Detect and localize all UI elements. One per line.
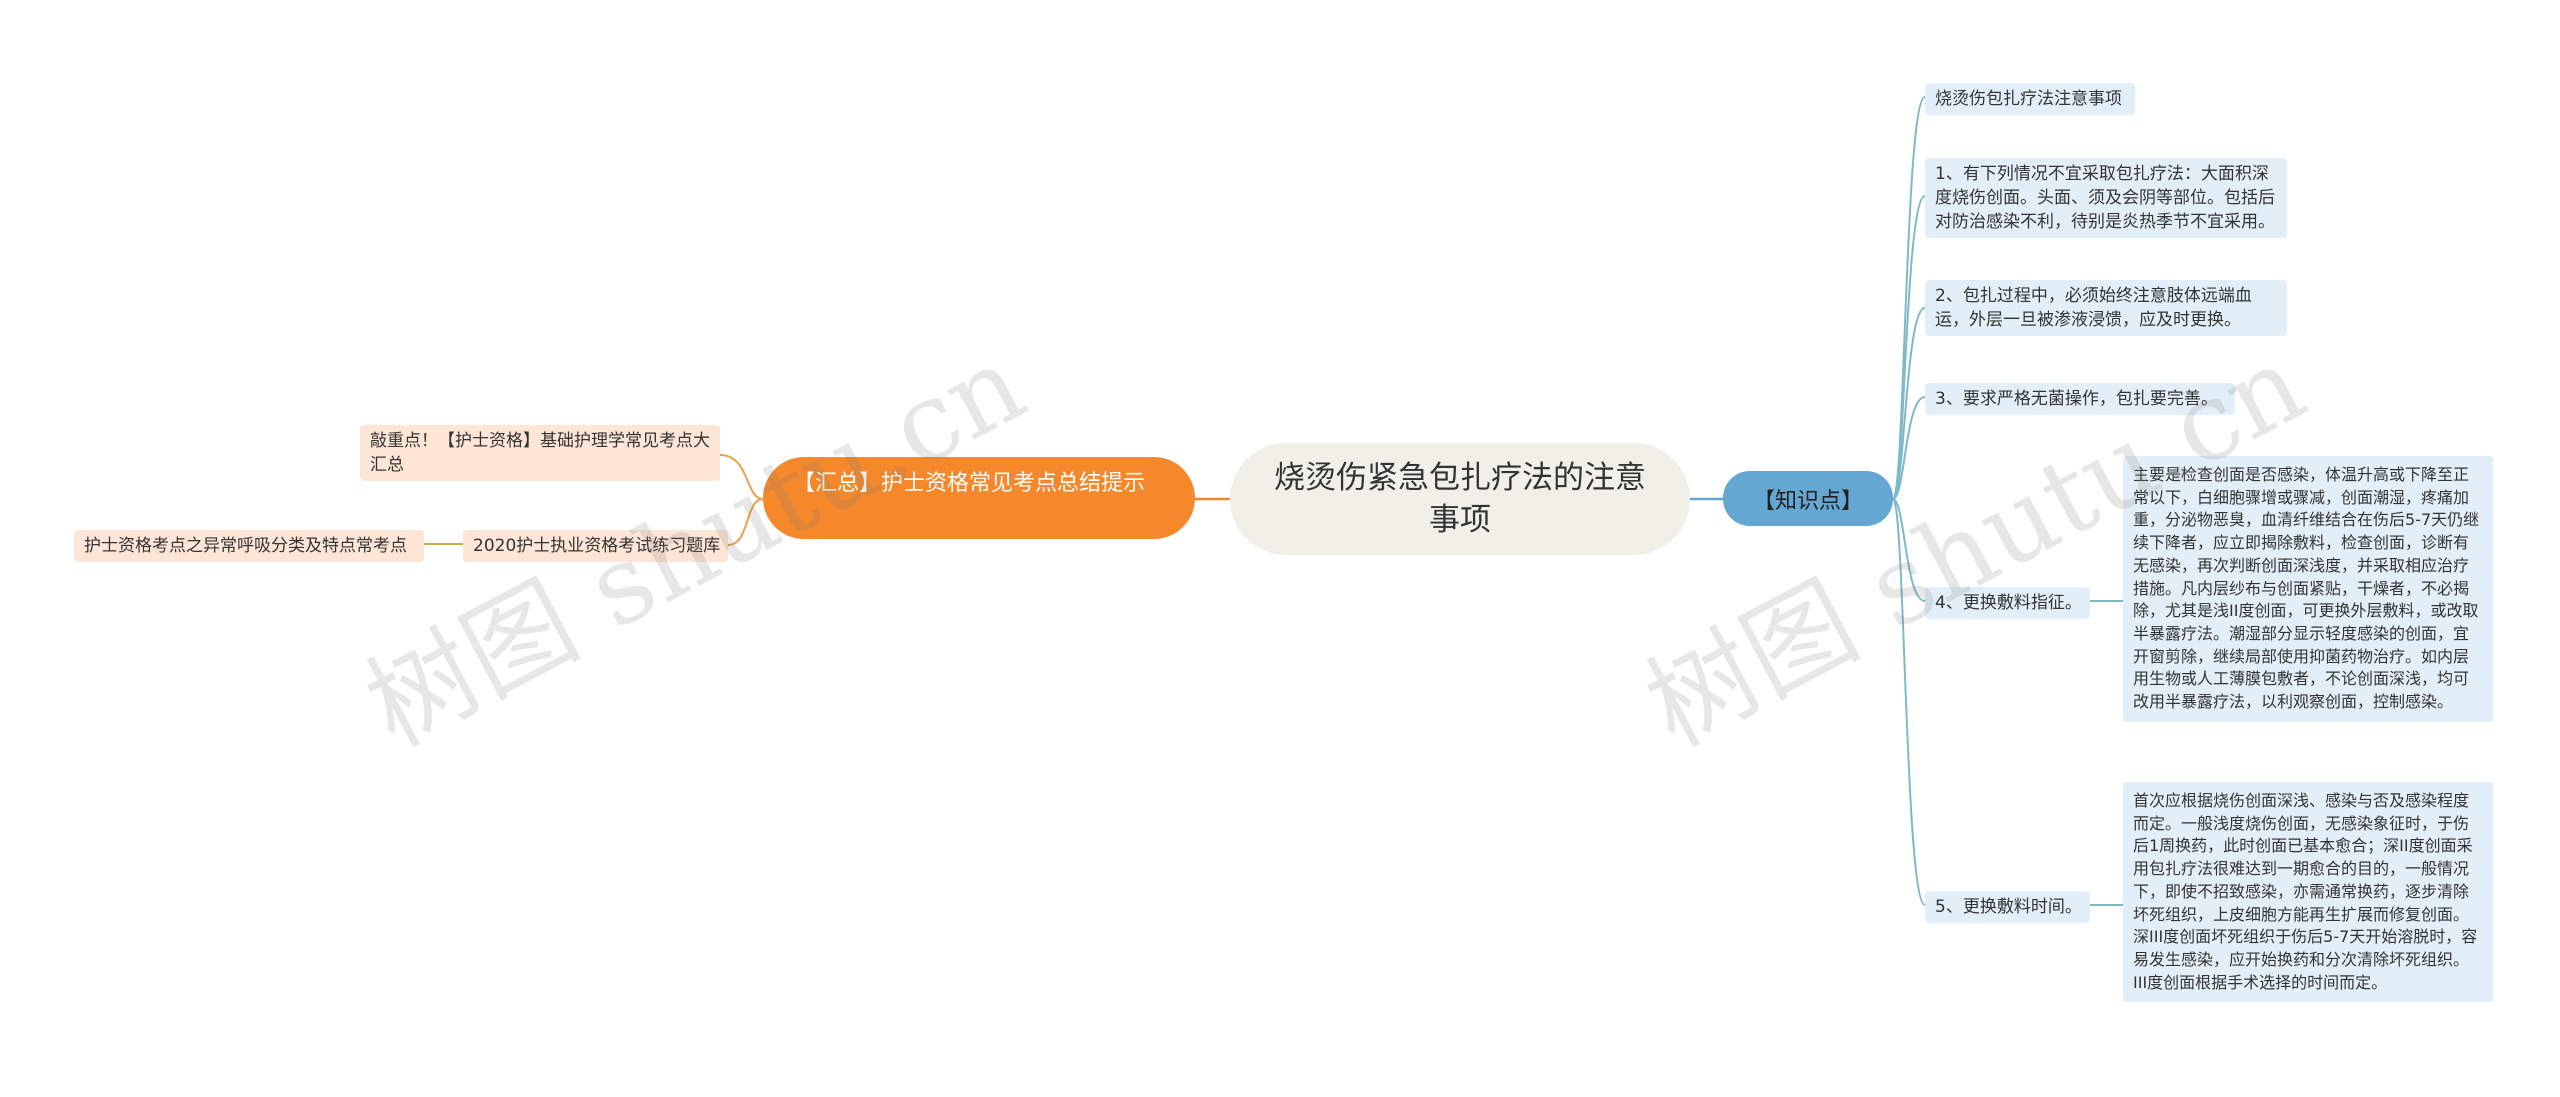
right-child-4[interactable]: 3、要求严格无菌操作，包扎要完善。	[1925, 383, 2235, 415]
right-child-5[interactable]: 4、更换敷料指征。	[1925, 587, 2090, 619]
right-child-6-label: 5、更换敷料时间。	[1935, 897, 2082, 917]
left-main-topic-label: 【汇总】护士资格常见考点总结提示	[793, 471, 1146, 496]
connector-right-child-2	[1892, 195, 1926, 500]
connector-left-child-1	[719, 454, 764, 500]
right-child-5-detail-text: 主要是检查创面是否感染，体温升高或下降至正常以下，白细胞骤增或骤减，创面潮湿，疼…	[2133, 465, 2480, 712]
connector-right-child-6	[1892, 498, 1926, 906]
left-grandchild-1-label: 护士资格考点之异常呼吸分类及特点常考点	[84, 536, 407, 556]
connector-right-child-3	[1892, 307, 1926, 500]
connector-left-child-2	[727, 498, 764, 546]
right-child-6-detail[interactable]: 首次应根据烧伤创面深浅、感染与否及感染程度而定。一般浅度烧伤创面，无感染象征时，…	[2123, 782, 2493, 1003]
central-topic-label: 烧烫伤紧急包扎疗法的注意事项	[1274, 460, 1646, 538]
left-main-topic[interactable]: 【汇总】护士资格常见考点总结提示	[763, 457, 1195, 539]
right-child-6[interactable]: 5、更换敷料时间。	[1925, 891, 2090, 923]
connector-right-child-5	[1892, 498, 1926, 602]
left-child-1[interactable]: 敲重点！【护士资格】基础护理学常见考点大汇总	[360, 425, 720, 481]
right-child-6-detail-text: 首次应根据烧伤创面深浅、感染与否及感染程度而定。一般浅度烧伤创面，无感染象征时，…	[2133, 791, 2478, 992]
left-child-2[interactable]: 2020护士执业资格考试练习题库	[463, 530, 728, 562]
left-grandchild-1[interactable]: 护士资格考点之异常呼吸分类及特点常考点	[74, 530, 424, 562]
connector-right-child-4	[1892, 396, 1926, 500]
right-child-2[interactable]: 1、有下列情况不宜采取包扎疗法：大面积深度烧伤创面。头面、须及会阴等部位。包括后…	[1925, 158, 2287, 238]
right-child-1[interactable]: 烧烫伤包扎疗法注意事项	[1925, 83, 2135, 115]
right-child-3-label: 2、包扎过程中，必须始终注意肢体远端血运，外层一旦被渗液浸馈，应及时更换。	[1935, 286, 2252, 330]
right-child-3[interactable]: 2、包扎过程中，必须始终注意肢体远端血运，外层一旦被渗液浸馈，应及时更换。	[1925, 280, 2287, 336]
left-child-1-label: 敲重点！【护士资格】基础护理学常见考点大汇总	[370, 431, 710, 475]
right-child-5-label: 4、更换敷料指征。	[1935, 593, 2082, 613]
left-child-2-label: 2020护士执业资格考试练习题库	[473, 536, 721, 556]
right-main-topic-label: 【知识点】	[1752, 488, 1863, 514]
right-main-topic[interactable]: 【知识点】	[1723, 471, 1893, 526]
right-child-2-label: 1、有下列情况不宜采取包扎疗法：大面积深度烧伤创面。头面、须及会阴等部位。包括后…	[1935, 164, 2275, 232]
right-child-4-label: 3、要求严格无菌操作，包扎要完善。	[1935, 389, 2218, 409]
central-topic[interactable]: 烧烫伤紧急包扎疗法的注意事项	[1230, 443, 1690, 555]
right-child-1-label: 烧烫伤包扎疗法注意事项	[1935, 89, 2122, 109]
right-child-5-detail[interactable]: 主要是检查创面是否感染，体温升高或下降至正常以下，白细胞骤增或骤减，创面潮湿，疼…	[2123, 456, 2493, 722]
